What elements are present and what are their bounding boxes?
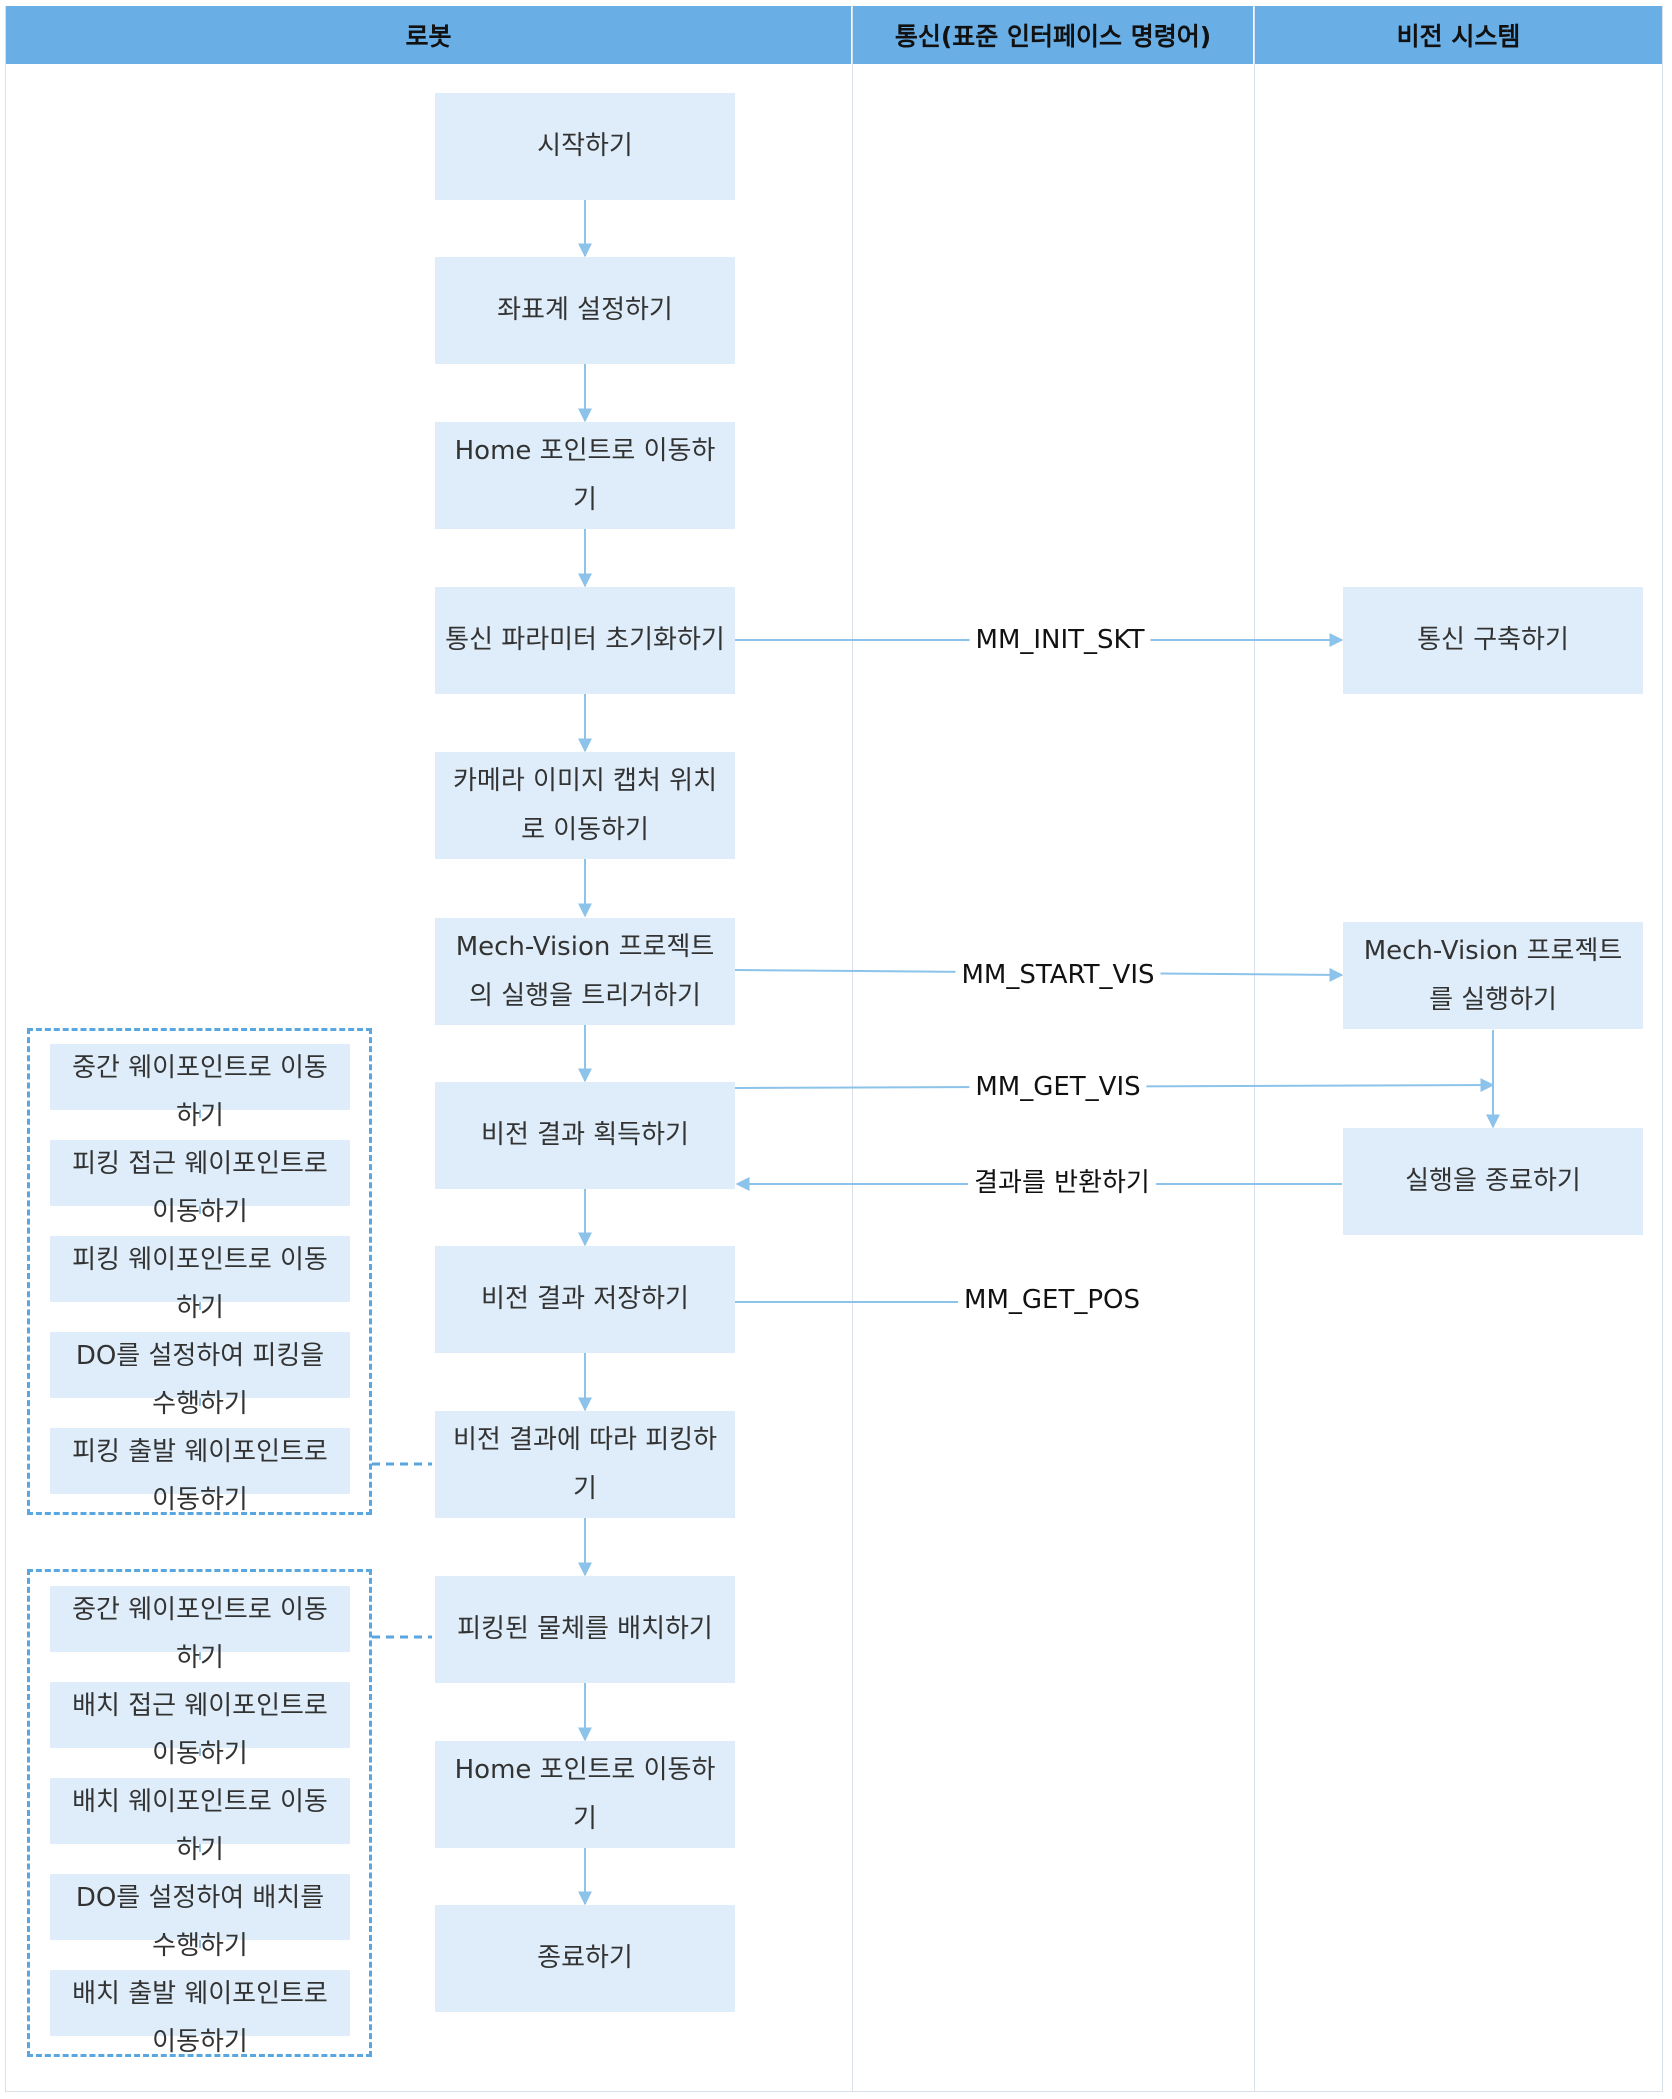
vision-run-project: Mech-Vision 프로젝트를 실행하기 [1343,922,1643,1029]
step-end: 종료하기 [435,1905,735,2012]
lane-divider [1254,6,1255,2092]
lane-header-communication: 통신(표준 인터페이스 명령어) [853,6,1253,64]
lane-header-robot: 로봇 [6,6,851,64]
vision-finish-run: 실행을 종료하기 [1343,1128,1643,1235]
step-get-vision-result: 비전 결과 획득하기 [435,1082,735,1189]
step-start: 시작하기 [435,93,735,200]
pick-substeps-group [27,1028,372,1515]
step-move-capture-position: 카메라 이미지 캡처 위치로 이동하기 [435,752,735,859]
step-trigger-project: Mech-Vision 프로젝트의 실행을 트리거하기 [435,918,735,1025]
message-start-vis: MM_START_VIS [955,958,1161,992]
message-get-vis: MM_GET_VIS [969,1070,1147,1104]
message-return-result: 결과를 반환하기 [968,1166,1156,1200]
step-save-vision-result: 비전 결과 저장하기 [435,1246,735,1353]
lane-header-vision: 비전 시스템 [1255,6,1662,64]
vision-establish-communication: 통신 구축하기 [1343,587,1643,694]
step-place-object: 피킹된 물체를 배치하기 [435,1576,735,1683]
message-init-skt: MM_INIT_SKT [969,623,1151,657]
step-pick-by-result: 비전 결과에 따라 피킹하기 [435,1411,735,1518]
step-move-home-again: Home 포인트로 이동하기 [435,1741,735,1848]
step-init-communication: 통신 파라미터 초기화하기 [435,587,735,694]
step-set-coordinate-system: 좌표계 설정하기 [435,257,735,364]
lane-divider [852,6,853,2092]
step-move-home: Home 포인트로 이동하기 [435,422,735,529]
message-get-pos: MM_GET_POS [958,1283,1146,1317]
place-substeps-group [27,1569,372,2057]
